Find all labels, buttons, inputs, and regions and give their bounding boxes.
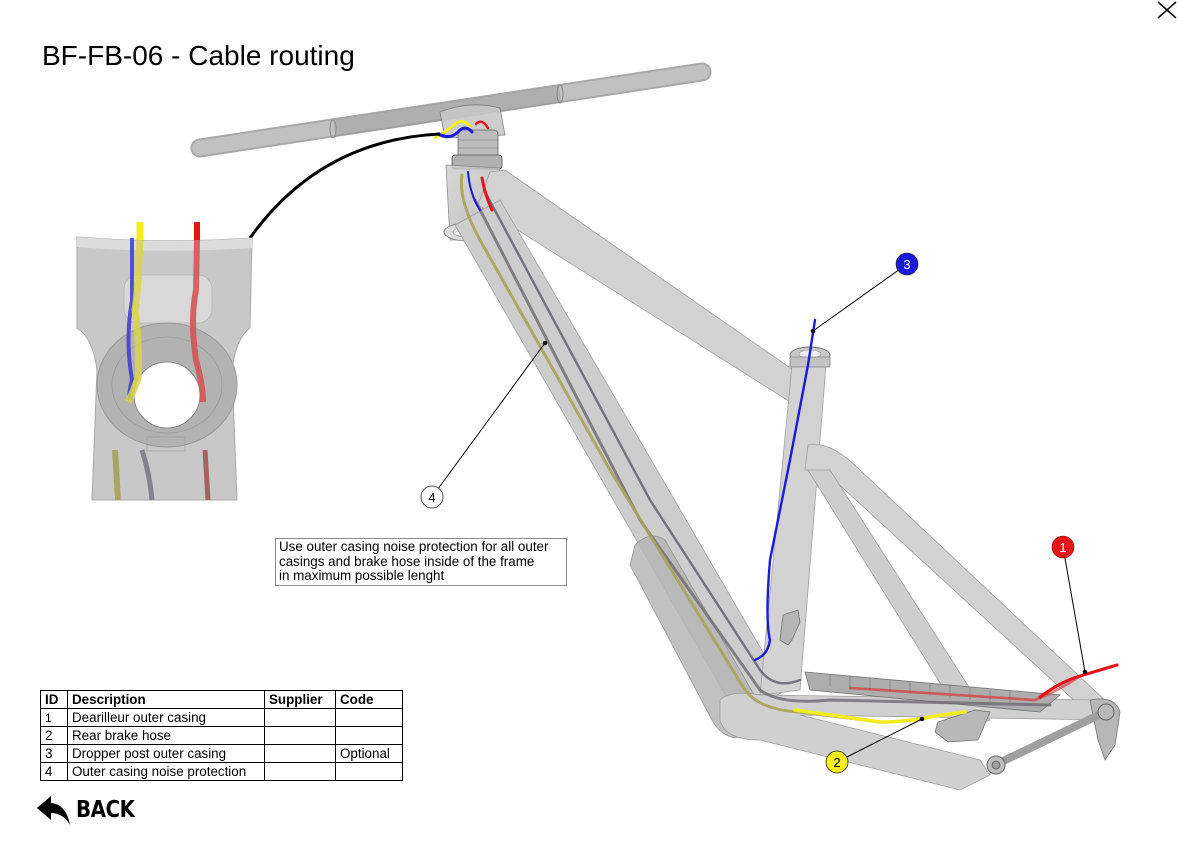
callout-3-bubble bbox=[895, 252, 919, 276]
cell-id: 4 bbox=[40, 762, 68, 781]
noise-protection-note: Use outer casing noise protection for al… bbox=[275, 538, 567, 586]
table-row: 1 Dearilleur outer casing bbox=[40, 708, 403, 727]
header-code: Code bbox=[335, 690, 403, 709]
cell-supplier bbox=[264, 762, 336, 781]
cell-id: 2 bbox=[40, 726, 68, 745]
detail-connector-line bbox=[248, 132, 441, 239]
note-line: Use outer casing noise protection for al… bbox=[279, 539, 549, 554]
cell-id: 3 bbox=[40, 744, 68, 763]
cell-description: Dropper post outer casing bbox=[67, 744, 265, 763]
callout-4-bubble bbox=[420, 485, 444, 509]
head-tube-detail-inset bbox=[76, 222, 253, 501]
parts-table-header: ID Description Supplier Code bbox=[40, 690, 403, 709]
close-x-icon bbox=[1157, 1, 1177, 19]
callout-2-label: 2 bbox=[833, 755, 840, 770]
back-button[interactable]: BACK bbox=[36, 792, 144, 828]
cell-id: 1 bbox=[40, 708, 68, 727]
callout-leaders bbox=[431, 263, 1088, 763]
table-row: 4 Outer casing noise protection bbox=[40, 762, 403, 781]
cell-description: Dearilleur outer casing bbox=[67, 708, 265, 727]
close-button[interactable] bbox=[1152, 0, 1178, 22]
header-description: Description bbox=[67, 690, 265, 709]
cell-code bbox=[335, 762, 403, 781]
callout-1[interactable]: 1 bbox=[1051, 535, 1075, 559]
callout-2[interactable]: 2 bbox=[825, 750, 849, 774]
stem-headset bbox=[439, 104, 506, 170]
cell-code: Optional bbox=[335, 744, 403, 763]
table-row: 2 Rear brake hose bbox=[40, 726, 403, 745]
callout-3-label: 3 bbox=[903, 257, 910, 272]
callout-3[interactable]: 3 bbox=[895, 252, 919, 276]
callout-1-bubble bbox=[1051, 535, 1075, 559]
cell-supplier bbox=[264, 744, 336, 763]
cell-code bbox=[335, 726, 403, 745]
reply-arrow-icon bbox=[37, 796, 70, 825]
bike-frame bbox=[443, 164, 1121, 791]
cell-supplier bbox=[264, 708, 336, 727]
cell-supplier bbox=[264, 726, 336, 745]
callout-1-label: 1 bbox=[1059, 540, 1066, 555]
note-line: in maximum possible lenght bbox=[279, 568, 445, 583]
cell-code bbox=[335, 708, 403, 727]
header-supplier: Supplier bbox=[264, 690, 336, 709]
parts-table: ID Description Supplier Code 1 Dearilleu… bbox=[40, 690, 403, 781]
header-id: ID bbox=[40, 690, 68, 709]
callout-4-label: 4 bbox=[428, 490, 435, 505]
page-title: BF-FB-06 - Cable routing bbox=[42, 40, 355, 71]
callout-4[interactable]: 4 bbox=[420, 485, 444, 509]
back-label: BACK bbox=[76, 797, 135, 823]
cables-main-frame bbox=[433, 119, 1119, 724]
callout-2-bubble bbox=[825, 750, 849, 774]
cell-description: Rear brake hose bbox=[67, 726, 265, 745]
cell-description: Outer casing noise protection bbox=[67, 762, 265, 781]
note-line: casings and brake hose inside of the fra… bbox=[279, 553, 535, 569]
table-row: 3 Dropper post outer casing Optional bbox=[40, 744, 403, 763]
